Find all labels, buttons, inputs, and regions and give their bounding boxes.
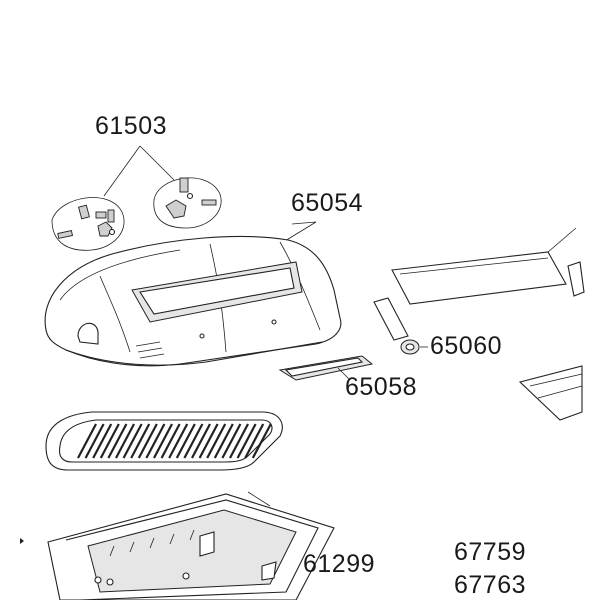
label-61299: 61299 — [303, 550, 376, 578]
grate-bar — [206, 423, 227, 459]
grate-bar — [221, 423, 242, 459]
grill-grate-part — [45, 411, 283, 471]
label-67763: 67763 — [454, 571, 527, 599]
grate-bar — [160, 423, 181, 459]
label-65054: 65054 — [291, 189, 364, 217]
grate-bar — [153, 423, 173, 459]
pin-group-right — [153, 177, 222, 229]
tray-part — [518, 365, 583, 421]
grate-bar — [77, 423, 97, 459]
knob-part — [400, 339, 428, 355]
grate-bar — [198, 423, 219, 459]
label-61503: 61503 — [95, 112, 168, 140]
grate-bar — [183, 423, 204, 459]
grate-bar — [145, 423, 166, 459]
grate-bar — [107, 423, 128, 459]
grate-bar — [244, 423, 265, 459]
handle-part — [278, 355, 374, 381]
grate-bar — [137, 423, 158, 459]
grate-bar — [213, 423, 234, 459]
grate-bar — [99, 423, 120, 459]
grate-bar — [229, 423, 249, 459]
clip-part — [373, 297, 409, 341]
label-67759: 67759 — [454, 538, 527, 566]
lid-part — [44, 235, 342, 367]
glass-panel-part — [391, 227, 577, 305]
grate-bar — [191, 423, 211, 459]
grate-bar — [236, 423, 257, 459]
grate-bar — [92, 423, 113, 459]
grate-bar — [175, 423, 196, 459]
grate-bar — [122, 423, 143, 459]
pin-group-left — [51, 197, 125, 251]
grate-bar — [84, 423, 105, 459]
grate-bar — [115, 423, 135, 459]
leader-lines-pin-kit — [103, 145, 175, 197]
side-bracket-part — [567, 261, 585, 297]
label-65058: 65058 — [345, 373, 418, 401]
grate-bar — [130, 423, 151, 459]
grate-bars — [77, 423, 272, 459]
grate-bar — [168, 423, 189, 459]
grate-bar — [251, 423, 272, 459]
edge-marker — [20, 538, 24, 544]
base-part — [47, 491, 335, 600]
leader-line-lid — [279, 221, 317, 245]
label-65060: 65060 — [430, 332, 503, 360]
